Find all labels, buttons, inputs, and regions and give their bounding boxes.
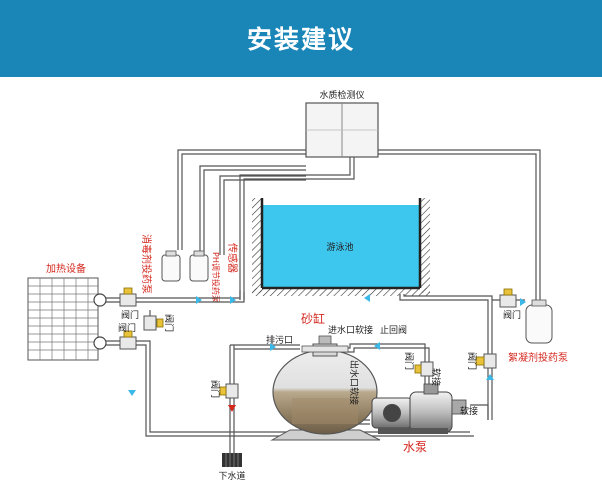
banner-title: 安装建议 — [246, 25, 355, 54]
sewer — [222, 453, 242, 467]
hose-label-2: 软接 — [460, 405, 478, 417]
valve-heater-top[interactable] — [119, 287, 137, 307]
sand-filter-label: 砂缸 — [301, 311, 325, 326]
valve-drain[interactable] — [219, 383, 239, 399]
drain-outlet-label: 排污口 — [266, 334, 293, 346]
water-pump-label: 水泵 — [403, 440, 427, 454]
water-quality-monitor: 水质检测仪 — [305, 89, 379, 158]
valve-label-2: 阀门 — [118, 322, 136, 334]
valve-label-5: 阀门 — [403, 352, 415, 370]
disinfectant-pump-label: 消毒剂投药泵 — [140, 234, 153, 294]
valve-label-3: 阀门 — [163, 314, 175, 332]
sensor-label: 传感器 — [226, 243, 239, 273]
heater-label: 加热设备 — [46, 262, 86, 275]
coagulant-pump — [525, 299, 553, 344]
inlet-hose-label: 进水口软接 — [328, 324, 373, 336]
return-valve-label: 止回阀 — [380, 324, 407, 336]
ph-pump-label: PH调节投药泵 — [211, 252, 221, 303]
disinfectant-pump — [161, 250, 181, 282]
outlet-hose-label: 出水口软接 — [348, 360, 360, 405]
heater: 加热设备 — [27, 262, 107, 361]
valve-bypass[interactable] — [143, 315, 164, 331]
valve-label-7: 阀门 — [466, 352, 478, 370]
hose-label-1: 软接 — [430, 368, 442, 386]
valve-label-4: 阀门 — [209, 380, 221, 398]
valve-pump-inlet[interactable] — [414, 361, 434, 377]
valve-right-side[interactable] — [475, 353, 497, 369]
coagulant-pump-label: 絮凝剂投药泵 — [508, 351, 568, 364]
pool-label: 游泳池 — [326, 241, 353, 253]
monitor-lines — [177, 149, 541, 305]
valve-label-1: 阀门 — [121, 309, 139, 321]
title-banner: 安装建议 — [0, 0, 602, 77]
water-quality-monitor-label: 水质检测仪 — [319, 89, 364, 101]
ph-pump — [189, 250, 209, 282]
swimming-pool: 游泳池 — [252, 198, 430, 296]
valve-label-6: 阀门 — [503, 309, 521, 321]
sewer-label: 下水道 — [218, 470, 245, 482]
valve-right-top[interactable] — [499, 288, 517, 308]
water-pump — [371, 383, 467, 434]
sand-filter — [270, 335, 381, 441]
valve-heater-bottom[interactable] — [119, 330, 137, 350]
